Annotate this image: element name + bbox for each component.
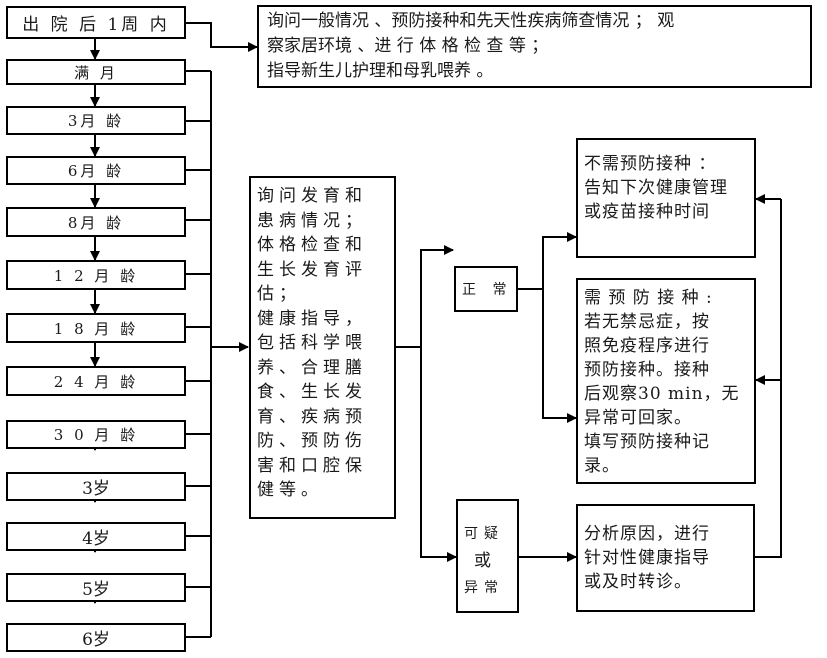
- stage-3-month: 3月 龄: [6, 106, 186, 135]
- routine-line: 健康指导，: [257, 308, 367, 329]
- note-line: 指导新生儿护理和母乳喂养 。: [267, 61, 494, 81]
- routine-line: 健等。: [257, 480, 323, 500]
- outcome-label: 异常: [464, 580, 504, 596]
- outcome-abnormal: 可疑 或 异常: [456, 499, 519, 613]
- vaccination-box: 需 预 防 接 种 : 若无禁忌症，按 照免疫程序进行 预防接种。接种 后观察3…: [576, 278, 756, 484]
- stage-6-years: 6岁: [6, 623, 186, 652]
- stage-label: 5岁: [82, 580, 110, 600]
- routine-line: 养、合理膳: [257, 357, 367, 378]
- stage-full-month: 满 月: [6, 59, 186, 85]
- stage-12-month: 1 2 月 龄: [6, 260, 186, 290]
- action-line: 针对性健康指导: [584, 548, 710, 568]
- action-line: 不需预防接种 ：: [584, 154, 717, 174]
- action-line: 若无禁忌症，按: [584, 312, 710, 332]
- note-line: 察家居环境 、进 行 体 格 检 查 等 ；: [267, 36, 549, 56]
- arrow-to-normal: [420, 245, 454, 557]
- outcome-normal: 正 常: [454, 266, 518, 312]
- routine-visit-box: 询问发育和 患病情况； 体格检查和 生长发育评 估； 健康指导， 包括科学喂 养…: [249, 176, 396, 519]
- routine-line: 食、生长发: [257, 382, 367, 402]
- routine-line: 患病情况；: [257, 210, 367, 231]
- routine-line: 害和口腔保: [257, 455, 367, 476]
- stage-5-years: 5岁: [6, 573, 186, 602]
- followup-box: 分析原因，进行 针对性健康指导 或及时转诊。: [576, 504, 755, 612]
- stage-24-month: 2 4 月 龄: [6, 366, 186, 396]
- stage-label: 3岁: [82, 479, 110, 499]
- stage-label: 满 月: [74, 63, 118, 82]
- stage-3-years: 3岁: [6, 472, 186, 501]
- routine-line: 包括科学喂: [257, 333, 367, 353]
- stage-6-month: 6月 龄: [6, 156, 186, 185]
- no-vaccination-box: 不需预防接种 ： 告知下次健康管理 或疫苗接种时间: [576, 138, 756, 258]
- stage-18-month: 1 8 月 龄: [6, 313, 186, 343]
- stage-label: 6月 龄: [67, 162, 125, 180]
- routine-line: 育、疾病预: [257, 406, 367, 427]
- routine-line: 生长发育评: [257, 259, 367, 280]
- arrow-to-vaccination: [542, 289, 577, 423]
- stage-label: 3 0 月 龄: [53, 426, 139, 444]
- stage-label: 3月 龄: [67, 112, 125, 130]
- action-line: 需 预 防 接 种 :: [584, 288, 713, 308]
- arrow-first-visit-note: [185, 22, 258, 52]
- action-line: 预防接种。接种: [584, 360, 710, 380]
- arrow-to-no-vaccination: [542, 232, 577, 289]
- routine-line: 防、预防伤: [257, 431, 367, 451]
- routine-line: 体格检查和: [257, 235, 367, 255]
- action-line: 分析原因，进行: [584, 524, 710, 544]
- action-line: 填写预防接种记: [584, 432, 710, 452]
- stage-30-month: 3 0 月 龄: [6, 420, 186, 449]
- routine-line: 估；: [257, 284, 301, 304]
- action-line: 照免疫程序进行: [584, 336, 710, 356]
- stage-label: 6岁: [82, 630, 110, 650]
- stage-4-years: 4岁: [6, 522, 186, 551]
- note-line: 询问一般情况 、预防接种和先天性疾病筛查情况 ； 观: [267, 11, 675, 31]
- routine-line: 询问发育和: [257, 186, 367, 206]
- stage-label: 1 2 月 龄: [53, 266, 139, 285]
- first-visit-note: 询问一般情况 、预防接种和先天性疾病筛查情况 ； 观 察家居环境 、进 行 体 …: [257, 5, 812, 88]
- stage-label: 1 8 月 龄: [53, 319, 139, 338]
- outcome-label: 或: [474, 551, 497, 571]
- action-line: 录。: [584, 456, 620, 476]
- stage-label: 8月 龄: [67, 213, 125, 232]
- stage-8-month: 8月 龄: [6, 207, 186, 237]
- stage-first-week: 出 院 后 1周 内: [6, 6, 186, 39]
- action-line: 异常可回家。: [584, 408, 692, 428]
- stage-label: 4岁: [82, 529, 110, 549]
- outcome-label: 可疑: [464, 526, 504, 542]
- action-line: 后观察30 min，无: [584, 384, 740, 404]
- action-line: 告知下次健康管理: [584, 178, 728, 198]
- arrow-to-abnormal: [420, 347, 457, 562]
- outcome-label: 正 常: [462, 282, 513, 298]
- action-line: 或疫苗接种时间: [584, 202, 710, 222]
- action-line: 或及时转诊。: [584, 572, 692, 592]
- stage-label: 出 院 后 1周 内: [22, 15, 170, 35]
- stage-label: 2 4 月 龄: [53, 372, 139, 391]
